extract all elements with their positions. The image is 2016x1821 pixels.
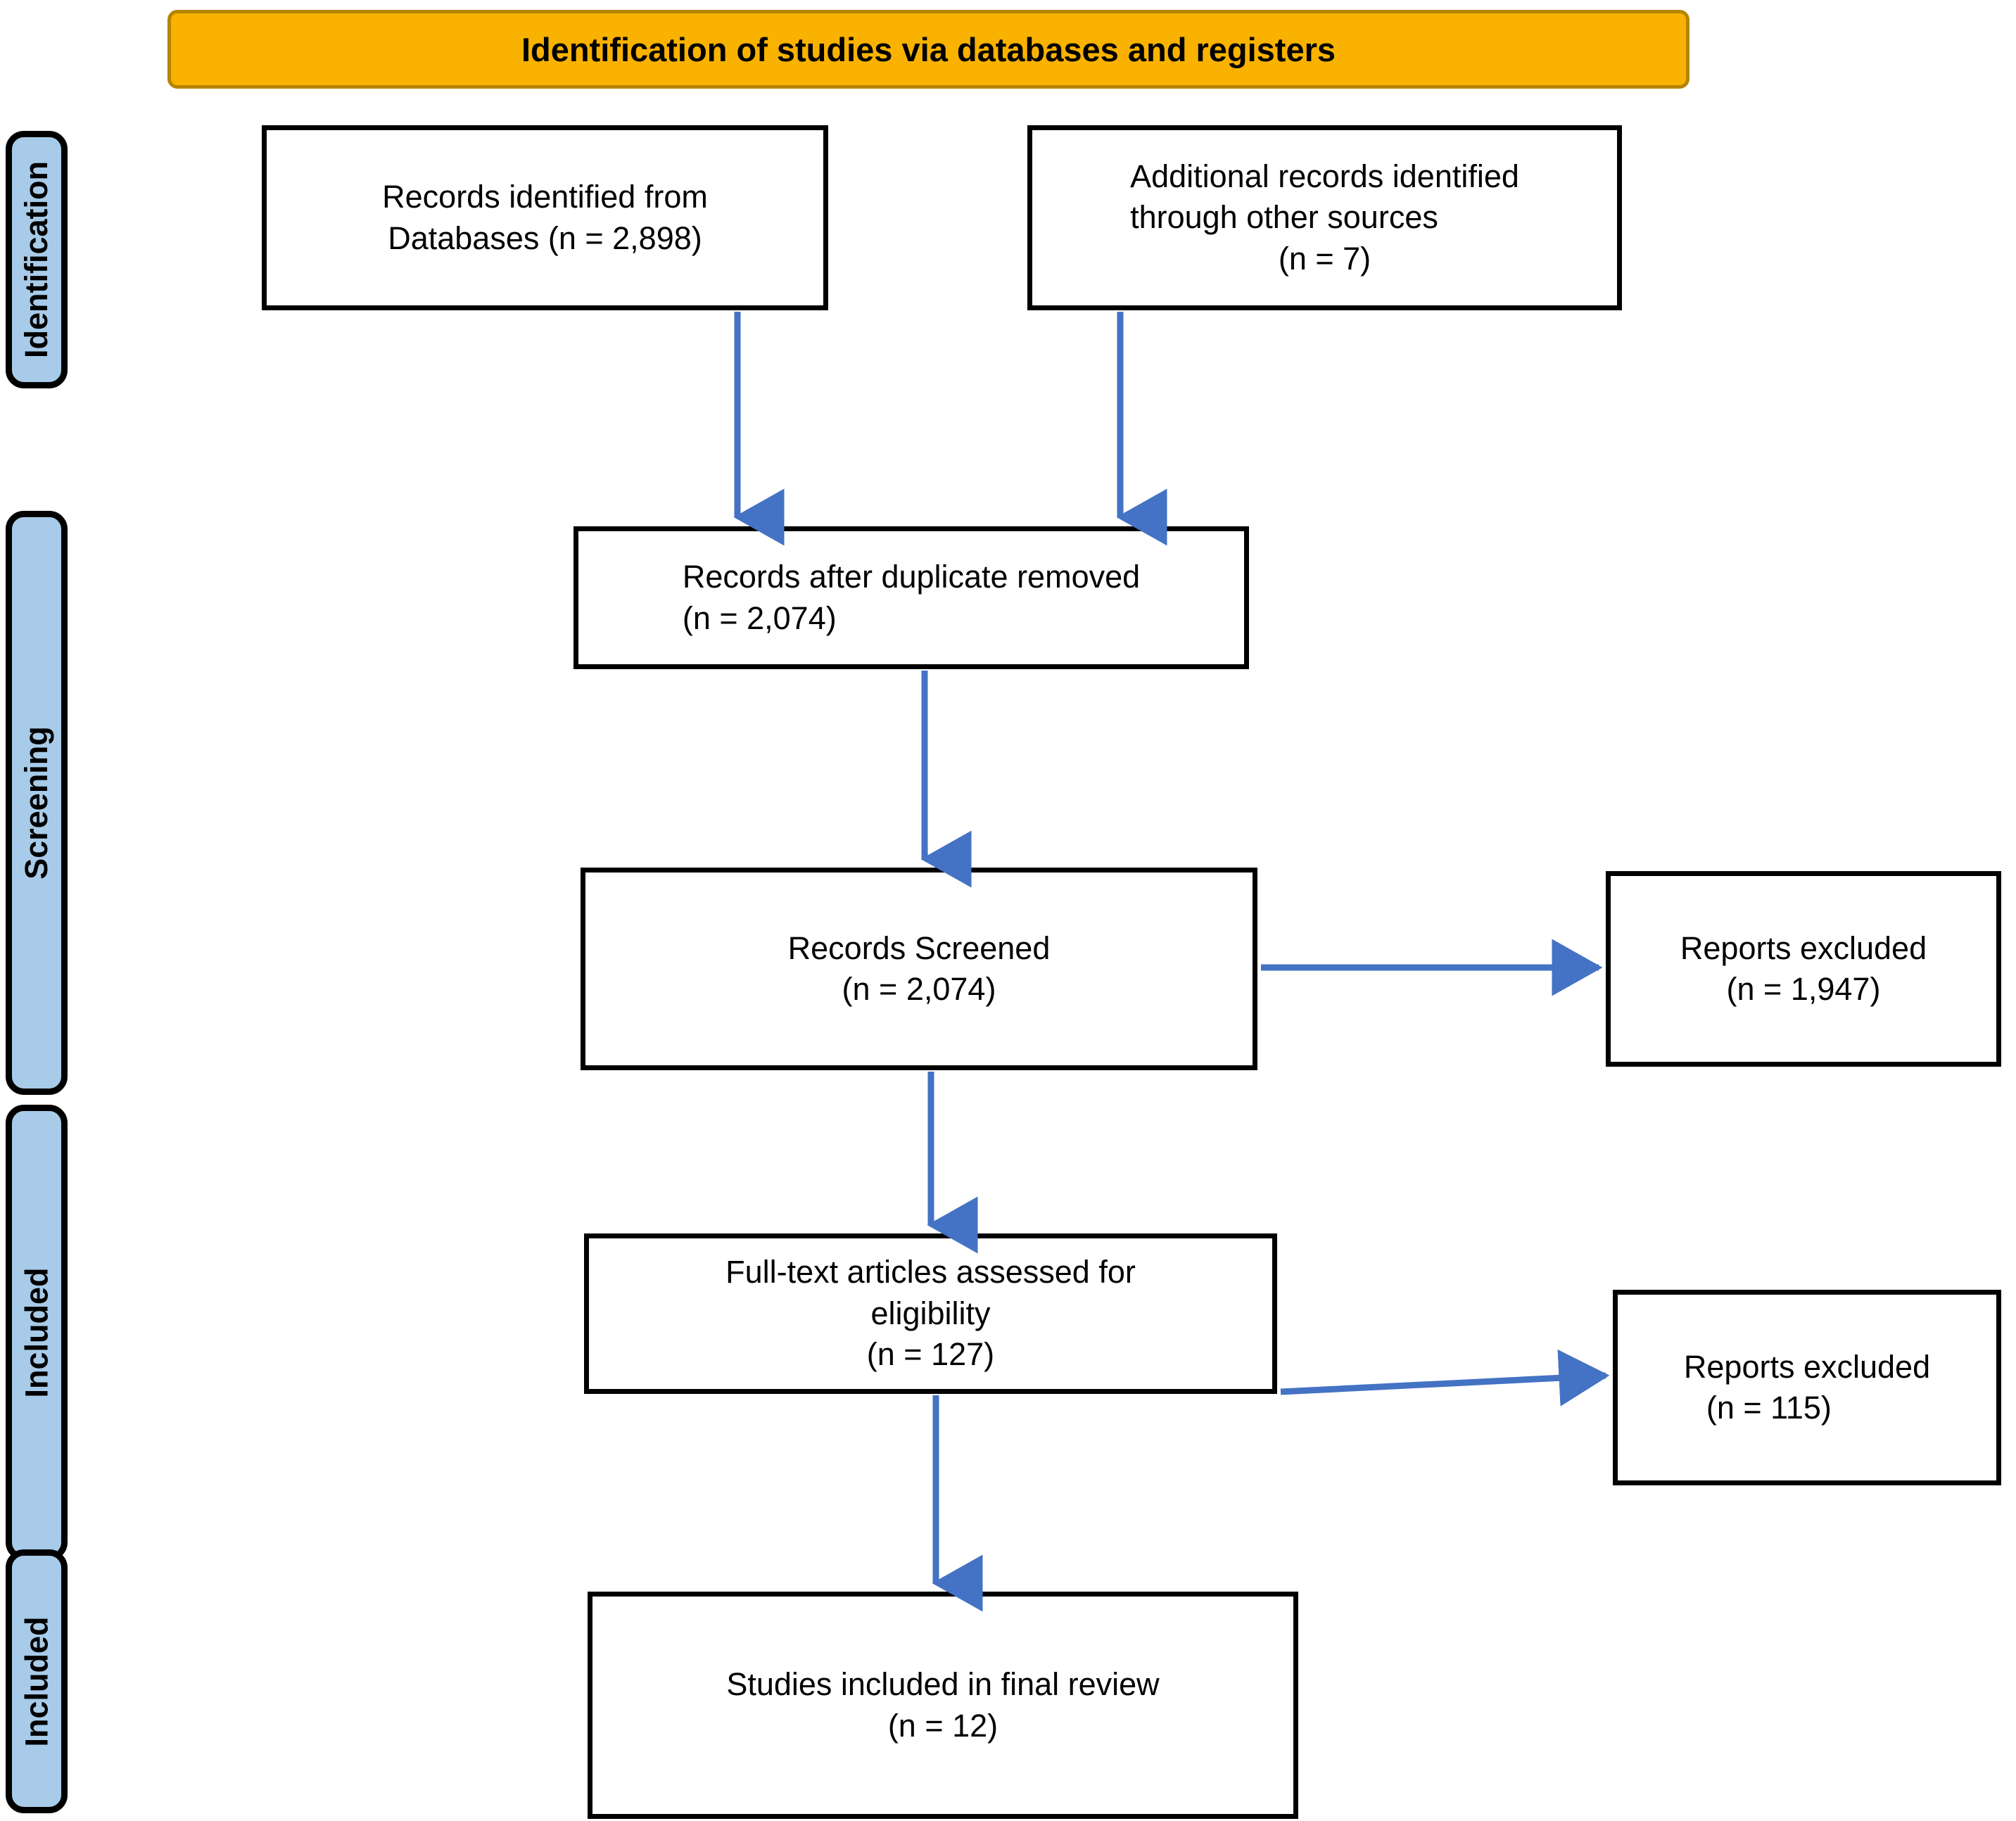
diagram-title: Identification of studies via databases … [521, 30, 1336, 68]
box-studies-included-final-review-text: Studies included in final review (n = 12… [716, 1664, 1169, 1746]
stage-label-included-1: Included [6, 1105, 68, 1561]
box-records-identified-databases-line1: Records identified from [382, 179, 708, 215]
arrow-fulltext-to-excluded-eligibility [1280, 1349, 1610, 1407]
box-studies-included-final-review: Studies included in final review (n = 12… [588, 1592, 1298, 1819]
stage-label-included-2: Included [6, 1549, 68, 1813]
box-studies-included-final-review-line2: (n = 12) [887, 1707, 999, 1744]
box-records-screened-text: Records Screened (n = 2,074) [778, 928, 1060, 1010]
box-reports-excluded-eligibility: Reports excluded (n = 115) [1613, 1290, 2001, 1485]
box-records-after-duplicate-removed: Records after duplicate removed (n = 2,0… [573, 526, 1249, 669]
box-additional-records-other-sources-line3: (n = 7) [1278, 240, 1371, 277]
box-studies-included-final-review-line1: Studies included in final review [726, 1666, 1160, 1702]
box-records-screened-line1: Records Screened [787, 929, 1051, 966]
box-records-screened: Records Screened (n = 2,074) [581, 868, 1257, 1070]
box-reports-excluded-screening-line2: (n = 1,947) [1726, 971, 1881, 1007]
box-records-after-duplicate-removed-line2: (n = 2,074) [682, 599, 837, 636]
diagram-header-banner: Identification of studies via databases … [167, 10, 1689, 89]
box-fulltext-articles-assessed-line1: Full-text articles assessed for [725, 1254, 1136, 1290]
box-records-identified-databases-line2: Databases (n = 2,898) [388, 220, 702, 256]
box-records-after-duplicate-removed-line1: Records after duplicate removed [682, 559, 1141, 595]
box-fulltext-articles-assessed-line3: (n = 127) [866, 1336, 995, 1373]
box-fulltext-articles-assessed-text: Full-text articles assessed for eligibil… [716, 1252, 1146, 1376]
box-reports-excluded-screening-text: Reports excluded (n = 1,947) [1671, 928, 1936, 1010]
stage-label-identification-text: Identification [18, 161, 54, 358]
box-additional-records-other-sources-line1: Additional records identified [1130, 158, 1519, 194]
box-reports-excluded-eligibility-line2: (n = 115) [1706, 1390, 1832, 1426]
box-reports-excluded-screening: Reports excluded (n = 1,947) [1606, 871, 2001, 1067]
stage-label-identification: Identification [6, 131, 68, 388]
box-additional-records-other-sources-line2: through other sources [1130, 199, 1438, 236]
box-fulltext-articles-assessed: Full-text articles assessed for eligibil… [584, 1233, 1277, 1394]
box-records-identified-databases: Records identified from Databases (n = 2… [262, 125, 828, 310]
box-additional-records-other-sources-text: Additional records identified through ot… [1120, 156, 1529, 280]
stage-label-screening: Screening [6, 511, 68, 1095]
stage-label-included-1-text: Included [18, 1267, 55, 1398]
box-records-identified-databases-text: Records identified from Databases (n = 2… [372, 177, 718, 259]
box-reports-excluded-eligibility-text: Reports excluded (n = 115) [1674, 1347, 1940, 1429]
box-records-screened-line2: (n = 2,074) [842, 971, 996, 1007]
box-reports-excluded-screening-line1: Reports excluded [1680, 929, 1927, 966]
box-records-after-duplicate-removed-text: Records after duplicate removed (n = 2,0… [673, 557, 1150, 639]
box-reports-excluded-eligibility-line1: Reports excluded [1683, 1348, 1931, 1385]
stage-label-included-2-text: Included [18, 1616, 55, 1747]
box-fulltext-articles-assessed-line2: eligibility [870, 1295, 991, 1331]
box-additional-records-other-sources: Additional records identified through ot… [1027, 125, 1622, 310]
stage-label-screening-text: Screening [18, 726, 55, 880]
